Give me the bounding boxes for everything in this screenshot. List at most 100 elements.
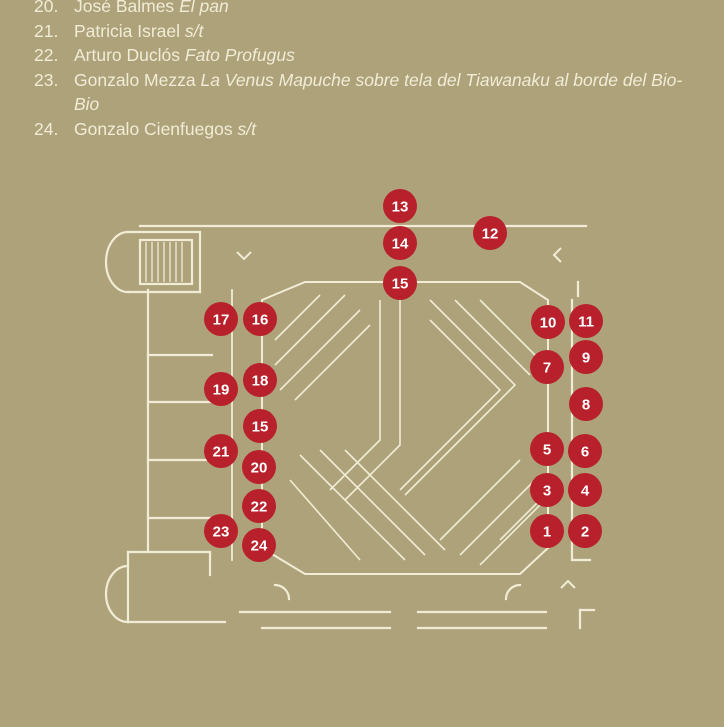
marker-label: 8 xyxy=(582,397,590,414)
marker-17: 17 xyxy=(204,302,238,336)
legend-item: 21. Patricia Israel s/t xyxy=(34,19,694,44)
marker-16: 16 xyxy=(243,302,277,336)
marker-label: 3 xyxy=(543,483,551,500)
marker-4: 4 xyxy=(568,473,602,507)
chevron-left-icon xyxy=(552,247,562,263)
legend-item: 24. Gonzalo Cienfuegos s/t xyxy=(34,117,694,142)
marker-23: 23 xyxy=(204,514,238,548)
marker-label: 14 xyxy=(392,236,409,253)
navigation-arrows xyxy=(236,247,576,589)
artwork-legend: 20. José Balmes El pan 21. Patricia Isra… xyxy=(34,0,694,141)
marker-label: 22 xyxy=(251,499,268,516)
marker-10: 10 xyxy=(531,305,565,339)
marker-label: 20 xyxy=(251,460,268,477)
legend-artist: José Balmes xyxy=(74,0,175,16)
marker-circle xyxy=(204,514,238,548)
marker-circle xyxy=(568,514,602,548)
marker-1: 1 xyxy=(530,514,564,548)
marker-circle xyxy=(530,350,564,384)
marker-circle xyxy=(569,340,603,374)
marker-label: 6 xyxy=(581,444,589,461)
marker-circle xyxy=(243,302,277,336)
legend-number: 21. xyxy=(34,20,59,41)
marker-24: 24 xyxy=(242,528,276,562)
marker-15: 15 xyxy=(243,409,277,443)
marker-label: 12 xyxy=(482,226,499,243)
marker-label: 13 xyxy=(392,199,409,216)
marker-label: 18 xyxy=(252,373,269,390)
marker-label: 10 xyxy=(540,315,557,332)
marker-6: 6 xyxy=(568,434,602,468)
marker-19: 19 xyxy=(204,372,238,406)
marker-label: 11 xyxy=(578,314,594,331)
marker-circle xyxy=(243,363,277,397)
legend-artist: Arturo Duclós xyxy=(74,45,181,65)
marker-circle xyxy=(530,473,564,507)
marker-18: 18 xyxy=(243,363,277,397)
marker-13: 13 xyxy=(383,189,417,223)
marker-label: 4 xyxy=(581,483,590,500)
legend-work: El pan xyxy=(179,0,229,16)
marker-circle xyxy=(242,528,276,562)
marker-label: 19 xyxy=(213,382,230,399)
marker-20: 20 xyxy=(242,450,276,484)
legend-number: 20. xyxy=(34,0,59,16)
legend-item: 23. Gonzalo Mezza La Venus Mapuche sobre… xyxy=(34,68,694,117)
marker-circle xyxy=(243,409,277,443)
marker-circle xyxy=(242,489,276,523)
marker-label: 17 xyxy=(213,312,230,329)
marker-7: 7 xyxy=(530,350,564,384)
legend-artist: Patricia Israel xyxy=(74,20,181,41)
marker-circle xyxy=(531,305,565,339)
marker-circle xyxy=(242,450,276,484)
legend-number: 24. xyxy=(34,118,59,139)
marker-5: 5 xyxy=(530,432,564,466)
marker-15: 15 xyxy=(383,266,417,300)
marker-3: 3 xyxy=(530,473,564,507)
marker-12: 12 xyxy=(473,216,507,250)
marker-label: 24 xyxy=(251,538,268,555)
marker-circle xyxy=(204,302,238,336)
marker-label: 2 xyxy=(581,524,589,541)
marker-circle xyxy=(569,304,603,338)
legend-work: La Venus Mapuche sobre tela del Tiawanak… xyxy=(74,69,683,115)
legend-item: 22. Arturo Duclós Fato Profugus xyxy=(34,43,694,68)
marker-circle xyxy=(530,514,564,548)
chevron-down-icon xyxy=(236,251,252,261)
marker-label: 15 xyxy=(392,276,409,293)
marker-circle xyxy=(473,216,507,250)
legend-artist: Gonzalo Cienfuegos xyxy=(74,118,233,139)
marker-9: 9 xyxy=(569,340,603,374)
marker-circle xyxy=(383,266,417,300)
legend-number: 23. xyxy=(34,69,59,90)
diagonal-partitions xyxy=(274,294,546,566)
marker-21: 21 xyxy=(204,434,238,468)
marker-label: 16 xyxy=(252,312,269,329)
marker-circle xyxy=(569,387,603,421)
marker-label: 1 xyxy=(543,524,551,541)
chevron-up-icon xyxy=(560,579,576,589)
marker-label: 15 xyxy=(252,419,269,436)
marker-circle xyxy=(204,434,238,468)
marker-label: 23 xyxy=(213,524,230,541)
marker-label: 7 xyxy=(543,360,551,377)
marker-22: 22 xyxy=(242,489,276,523)
marker-circle xyxy=(568,434,602,468)
marker-circle xyxy=(383,226,417,260)
legend-work: s/t xyxy=(184,20,204,41)
marker-label: 5 xyxy=(543,442,551,459)
marker-circle xyxy=(383,189,417,223)
legend-item: 20. José Balmes El pan xyxy=(34,0,694,19)
marker-label: 21 xyxy=(213,444,230,461)
legend-artist: Gonzalo Mezza xyxy=(74,69,196,90)
legend-number: 22. xyxy=(34,45,59,65)
legend-work: Fato Profugus xyxy=(184,45,295,65)
marker-circle xyxy=(204,372,238,406)
marker-11: 11 xyxy=(569,304,603,338)
legend-work: s/t xyxy=(237,118,256,139)
marker-label: 9 xyxy=(582,350,590,367)
stairs-top-left xyxy=(145,242,183,282)
marker-2: 2 xyxy=(568,514,602,548)
